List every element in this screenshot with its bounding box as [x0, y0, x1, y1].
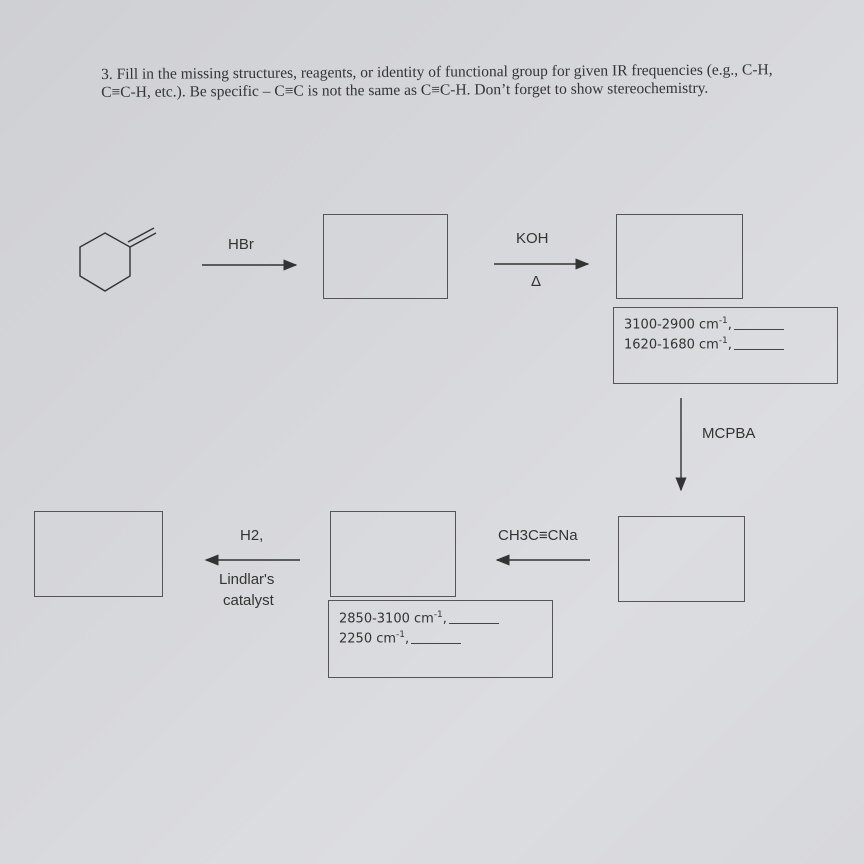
answer-box-product-4[interactable] — [330, 511, 456, 597]
reagent-mcpba: MCPBA — [702, 425, 756, 442]
answer-box-product-1[interactable] — [323, 214, 448, 299]
answer-box-product-3[interactable] — [618, 516, 745, 602]
reagent-sodium-propynide: CH3C≡CNa — [498, 527, 578, 544]
reagent-heat: Δ — [531, 273, 542, 290]
ir-line-1: 3100-2900 cm-1, — [624, 316, 837, 336]
ir-line-3: 2850-3100 cm-1, — [339, 610, 552, 630]
ir-blank-2[interactable] — [733, 349, 784, 351]
reagent-koh: KOH — [516, 230, 549, 247]
reagent-h2: H2, — [240, 527, 264, 544]
reagent-hbr: HBr — [228, 236, 254, 253]
methylenecyclohexane-structure-icon — [79, 227, 157, 292]
reagent-lindlar: Lindlar's — [219, 571, 275, 588]
ir-blank-4[interactable] — [411, 643, 462, 645]
reagent-catalyst: catalyst — [223, 592, 274, 609]
ir-blank-3[interactable] — [448, 623, 499, 625]
answer-box-product-2[interactable] — [616, 214, 743, 299]
answer-box-product-5[interactable] — [34, 511, 163, 597]
ir-box-alkene: 3100-2900 cm-1, 1620-1680 cm-1, — [613, 307, 838, 384]
ir-box-alkyne: 2850-3100 cm-1, 2250 cm-1, — [328, 600, 553, 678]
ir-line-4: 2250 cm-1, — [339, 630, 552, 650]
ir-blank-1[interactable] — [733, 329, 784, 331]
ir-line-2: 1620-1680 cm-1, — [624, 336, 837, 356]
